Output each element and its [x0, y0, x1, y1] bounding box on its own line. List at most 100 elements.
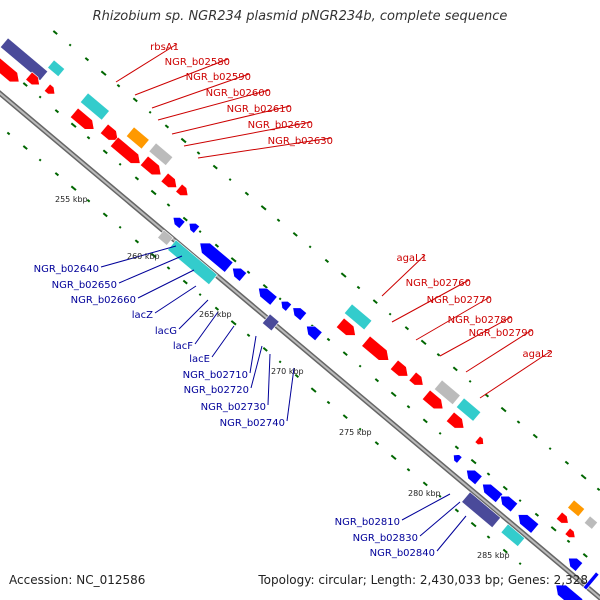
gene-feature	[258, 287, 278, 306]
label-leader	[401, 493, 451, 521]
label-leader	[267, 353, 271, 406]
gene-label-reverse: lacF	[173, 341, 193, 352]
gene-feature	[461, 491, 502, 529]
label-leader	[100, 245, 177, 268]
gene-feature	[567, 499, 586, 518]
backbone-highlight	[0, 92, 600, 600]
gc-tick	[502, 548, 508, 554]
gc-tick	[246, 333, 251, 337]
gene-feature	[125, 126, 150, 150]
gc-tick	[404, 326, 410, 331]
gene-feature	[69, 107, 95, 130]
gene-label-reverse: NGR_b02740	[220, 418, 285, 429]
gc-tick	[102, 149, 108, 155]
gc-tick	[230, 257, 237, 263]
gene-feature	[167, 239, 218, 286]
gene-feature	[335, 317, 356, 336]
label-leader	[391, 279, 470, 323]
gene-feature	[466, 469, 483, 486]
gc-tick	[294, 373, 300, 378]
gene-feature	[555, 511, 569, 524]
kbp-marker: 260 kbp	[127, 252, 160, 261]
gene-feature	[175, 183, 189, 196]
gc-tick	[164, 124, 170, 129]
gene-feature	[109, 136, 141, 164]
gene-feature	[482, 483, 504, 504]
label-leader	[286, 367, 295, 422]
gc-tick	[550, 526, 557, 532]
label-leader	[197, 137, 332, 159]
gc-tick	[308, 245, 312, 249]
label-leader	[211, 325, 235, 358]
gc-tick	[406, 468, 411, 472]
gene-feature	[408, 371, 424, 386]
gene-label-forward: NGR_b02760	[406, 278, 471, 289]
gc-tick	[246, 270, 251, 274]
gc-tick	[358, 427, 362, 431]
gene-feature	[99, 123, 119, 141]
gene-label-forward: NGR_b02610	[227, 104, 292, 115]
gene-feature	[25, 71, 40, 86]
gene-feature	[172, 217, 186, 230]
gc-tick	[100, 70, 107, 76]
topology-summary: Topology: circular; Length: 2,430,033 bp…	[258, 573, 588, 587]
feature-track	[0, 37, 600, 600]
label-leader	[439, 316, 512, 357]
gc-tick	[260, 205, 267, 211]
gc-tick	[326, 337, 331, 342]
gc-tick	[292, 231, 298, 237]
gc-tick	[134, 239, 140, 244]
gene-label-reverse: NGR_b02650	[52, 280, 117, 291]
gene-label-reverse: lacZ	[132, 310, 153, 321]
label-leader	[194, 311, 219, 345]
label-leader	[118, 255, 183, 284]
gc-tick	[276, 218, 281, 222]
gc-tick	[580, 474, 587, 480]
gc-tick	[228, 178, 232, 181]
gc-tick	[532, 433, 538, 439]
gc-tick	[214, 306, 220, 311]
gene-label-forward: NGR_b02780	[448, 315, 513, 326]
gc-tick	[390, 391, 397, 397]
gc-tick	[52, 30, 58, 35]
gc-tick	[374, 441, 380, 446]
gc-tick	[118, 162, 122, 166]
label-leader	[381, 254, 426, 297]
gene-label-forward: NGR_b02620	[248, 120, 313, 131]
gene-feature	[232, 267, 248, 282]
gene-feature	[292, 307, 308, 322]
gc-tick	[166, 203, 171, 207]
gc-tick	[324, 258, 330, 263]
gene-feature	[43, 83, 56, 95]
gc-tick	[566, 539, 571, 544]
gene-label-reverse: NGR_b02640	[34, 264, 99, 275]
gc-tick	[70, 122, 77, 128]
gc-tick	[534, 512, 540, 517]
gc-tick	[390, 454, 397, 460]
gc-tick	[358, 364, 362, 368]
label-leader	[151, 73, 250, 109]
gc-tick	[518, 562, 522, 566]
label-leader	[157, 89, 270, 121]
gc-tick	[422, 481, 428, 487]
gene-feature	[582, 571, 600, 591]
kbp-marker: 275 kbp	[339, 428, 372, 437]
gene-feature	[583, 515, 599, 530]
gc-tick	[68, 43, 72, 47]
gene-feature	[474, 435, 484, 446]
gc-tick	[196, 151, 201, 155]
gc-tick	[452, 366, 458, 372]
gc-tick	[148, 110, 152, 114]
kbp-marker: 285 kbp	[477, 551, 510, 560]
gc-tick	[582, 553, 588, 558]
gene-feature	[455, 397, 482, 422]
label-leader	[178, 299, 209, 330]
label-leader	[436, 515, 467, 552]
gc-tick	[500, 406, 507, 413]
label-leader	[250, 345, 263, 389]
gc-tick	[518, 499, 522, 503]
gene-feature	[199, 242, 234, 273]
label-leader	[154, 285, 197, 314]
